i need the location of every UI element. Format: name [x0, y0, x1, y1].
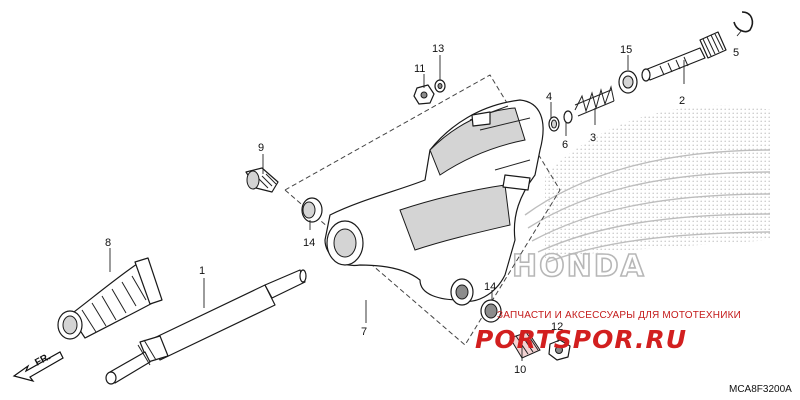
watermark-tagline: ЗАПЧАСТИ И АКСЕССУАРЫ ДЛЯ МОТОТЕХНИКИ	[497, 310, 741, 321]
small-washer-upper	[434, 79, 446, 93]
spring	[574, 85, 615, 117]
collar	[618, 70, 638, 94]
callout-14-lower: 14	[484, 281, 496, 293]
callout-3: 3	[590, 132, 596, 144]
callout-11: 11	[414, 63, 425, 75]
callout-14-upper: 14	[303, 237, 315, 249]
bearing-upper	[301, 197, 323, 223]
callout-labels: 1 2 3 4 5 6 7 8 9 10 11 12 13 14 14 15	[105, 43, 739, 376]
assembly-boundary	[284, 74, 561, 346]
circlip	[733, 11, 754, 33]
rubber-boot	[57, 257, 163, 340]
callout-8: 8	[105, 237, 111, 249]
front-direction-arrow: FR.	[12, 351, 64, 383]
callout-10: 10	[514, 364, 526, 376]
callout-7: 7	[361, 326, 367, 338]
swingarm-body	[324, 99, 544, 306]
callout-1: 1	[199, 265, 205, 277]
callout-12: 12	[551, 321, 563, 333]
leader-lines	[109, 29, 743, 361]
callout-15: 15	[620, 44, 632, 56]
callout-9: 9	[258, 142, 264, 154]
callout-6: 6	[562, 139, 568, 151]
drawing-code: MCA8F3200A	[729, 384, 792, 395]
pivot-bolt-left	[245, 167, 279, 193]
bearing-lower	[480, 299, 502, 323]
watermark-site: PORTSPOR.RU	[475, 325, 687, 354]
site-watermark: ЗАПЧАСТИ И АКСЕССУАРЫ ДЛЯ МОТОТЕХНИКИ PO…	[475, 310, 741, 354]
small-nut-upper	[413, 84, 435, 105]
pivot-nut	[548, 339, 571, 361]
drive-shaft	[105, 269, 307, 385]
honda-brand-text: HONDA	[512, 249, 646, 284]
pivot-bolt-right	[509, 331, 541, 359]
callout-4: 4	[546, 91, 552, 103]
final-shaft	[641, 31, 727, 82]
honda-wing-logo: HONDA	[511, 105, 772, 285]
callout-13: 13	[432, 43, 444, 55]
callout-5: 5	[733, 47, 739, 59]
o-ring	[563, 110, 573, 124]
oil-seal	[548, 116, 560, 132]
callout-2: 2	[679, 95, 685, 107]
